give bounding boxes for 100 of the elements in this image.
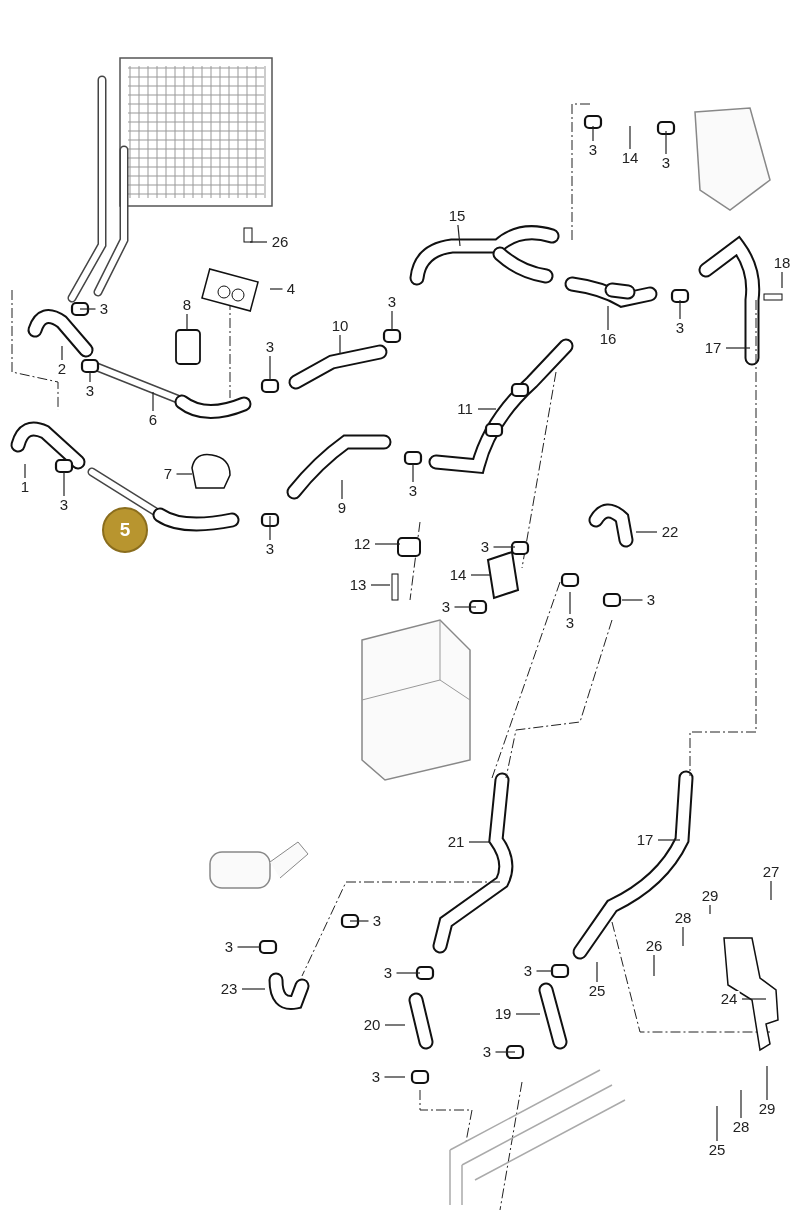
callout-number: 3 xyxy=(263,339,277,355)
callout-number: 3 xyxy=(222,939,236,955)
callout-number: 3 xyxy=(385,294,399,310)
leader-line xyxy=(341,479,343,500)
callout-number: 22 xyxy=(659,524,681,540)
leader-line xyxy=(596,961,598,983)
leader-line xyxy=(395,972,421,974)
leader-line xyxy=(186,313,188,331)
callout-number: 26 xyxy=(643,938,665,954)
callout-badge: 5 xyxy=(102,507,148,553)
callout-number: 12 xyxy=(351,536,373,552)
callout-number: 3 xyxy=(673,320,687,336)
leader-line xyxy=(269,288,284,290)
leader-line xyxy=(535,970,554,972)
leader-line xyxy=(725,347,751,349)
leader-line xyxy=(79,308,97,310)
leader-line xyxy=(653,954,655,977)
callout-number: 4 xyxy=(284,281,298,297)
leader-line xyxy=(89,371,91,383)
leader-line xyxy=(682,926,684,947)
leader-line xyxy=(621,599,644,601)
callout-number: 27 xyxy=(760,864,782,880)
leader-line xyxy=(391,310,393,331)
leader-line xyxy=(709,904,711,915)
callout-number: 14 xyxy=(619,150,641,166)
leader-line xyxy=(269,515,271,541)
callout-number: 3 xyxy=(439,599,453,615)
callout-number: 16 xyxy=(597,331,619,347)
callout-number: 3 xyxy=(406,483,420,499)
callout-number: 25 xyxy=(706,1142,728,1158)
callout-number: 28 xyxy=(730,1119,752,1135)
callout-number: 3 xyxy=(370,913,384,929)
leader-line xyxy=(61,345,63,361)
leader-line xyxy=(370,584,391,586)
leader-line xyxy=(152,391,154,412)
leader-line xyxy=(63,471,65,497)
leader-line xyxy=(716,1105,718,1142)
callout-number: 3 xyxy=(57,497,71,513)
leader-line xyxy=(384,1024,406,1026)
leader-line xyxy=(665,130,667,155)
leader-line xyxy=(607,305,609,331)
callout-number: 25 xyxy=(586,983,608,999)
leader-line xyxy=(515,1013,541,1015)
leader-line xyxy=(657,839,681,841)
callout-number: 1 xyxy=(18,479,32,495)
leader-line xyxy=(470,574,491,576)
callout-number: 3 xyxy=(563,615,577,631)
leader-line xyxy=(339,334,341,355)
callout-number: 18 xyxy=(771,255,793,271)
callout-number: 8 xyxy=(180,297,194,313)
leader-line xyxy=(770,880,772,901)
leader-line xyxy=(468,841,491,843)
leader-line xyxy=(635,531,658,533)
callout-number: 28 xyxy=(672,910,694,926)
callout-number: 3 xyxy=(381,965,395,981)
leader-line xyxy=(349,920,370,922)
leader-line xyxy=(412,463,414,483)
leader-line xyxy=(383,1076,406,1078)
leader-line xyxy=(477,408,497,410)
leader-line xyxy=(24,463,26,479)
leader-line xyxy=(374,543,401,545)
callout-number: 3 xyxy=(659,155,673,171)
callout-number: 20 xyxy=(361,1017,383,1033)
callout-number: 3 xyxy=(369,1069,383,1085)
leader-line xyxy=(453,606,477,608)
leader-line xyxy=(629,125,631,150)
callout-number: 3 xyxy=(263,541,277,557)
callout-number: 17 xyxy=(702,340,724,356)
leader-line xyxy=(494,1051,516,1053)
callout-number: 3 xyxy=(480,1044,494,1060)
leader-line xyxy=(236,946,261,948)
callout-number: 3 xyxy=(521,963,535,979)
leader-line xyxy=(175,473,193,475)
leader-line xyxy=(740,1089,742,1119)
callout-number: 3 xyxy=(586,142,600,158)
callout-number: 23 xyxy=(218,981,240,997)
callout-number: 26 xyxy=(269,234,291,250)
callout-number: 3 xyxy=(83,383,97,399)
callout-number: 9 xyxy=(335,500,349,516)
callout-number: 10 xyxy=(329,318,351,334)
callout-number: 19 xyxy=(492,1006,514,1022)
leader-line xyxy=(569,591,571,615)
callout-number: 13 xyxy=(347,577,369,593)
callout-number: 24 xyxy=(718,991,740,1007)
callout-number: 11 xyxy=(455,401,475,417)
leader-line xyxy=(741,998,767,1000)
callout-number: 3 xyxy=(478,539,492,555)
callout-number: 7 xyxy=(161,466,175,482)
leader-line xyxy=(457,224,461,247)
leader-line xyxy=(781,271,783,289)
leader-line xyxy=(241,988,266,990)
callout-number: 29 xyxy=(756,1101,778,1117)
leader-line xyxy=(592,125,594,142)
callout-number: 17 xyxy=(634,832,656,848)
leader-line xyxy=(249,241,268,243)
callout-number: 3 xyxy=(644,592,658,608)
leader-line xyxy=(679,299,681,320)
leader-line xyxy=(766,1065,768,1101)
callout-number: 29 xyxy=(699,888,721,904)
leader-line xyxy=(492,546,516,548)
